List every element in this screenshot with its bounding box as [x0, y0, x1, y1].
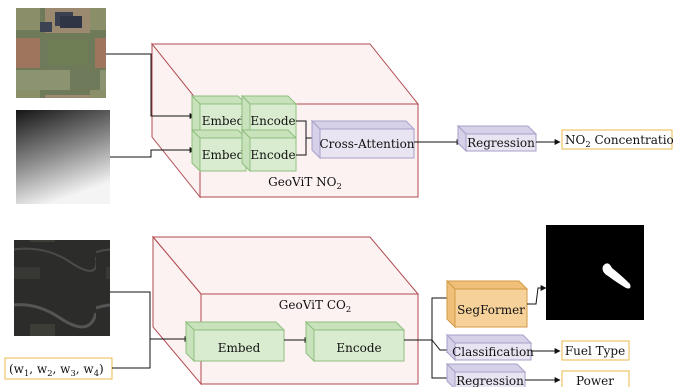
geovit-no2-label: GeoViT NO2: [268, 175, 342, 191]
weights-label: (w1, w2, w3, w4): [9, 362, 104, 378]
arrow-segformer-to-mask: [527, 285, 547, 305]
fuel-type-label: Fuel Type: [565, 344, 625, 358]
embed-block-bottom: Embed: [184, 320, 286, 363]
segformer-label: SegFormer: [457, 303, 525, 317]
gradient-image: [16, 110, 110, 204]
fuel-type-output: Fuel Type: [561, 340, 630, 361]
regression-block-top: Regression: [456, 124, 538, 153]
embed-label-1: Embed: [202, 114, 245, 128]
classification-block: Classification: [445, 333, 534, 362]
svg-text:NO2 Concentration: NO2 Concentration: [565, 133, 673, 149]
arrow-encode-to-segformer: [431, 295, 453, 340]
arrow-gradient-to-embed: [110, 147, 196, 158]
segformer-block: SegFormer: [445, 279, 529, 329]
encode-block-top-2: Encode: [240, 128, 298, 173]
geovit-co2-label: GeoViT CO2: [279, 298, 351, 314]
segmentation-mask-image: [546, 225, 644, 320]
cross-attention-block: Cross-Attention: [310, 119, 416, 160]
encode-label-1: Encode: [250, 114, 295, 128]
regression-block-bottom: Regression: [445, 362, 527, 387]
regression-label-top: Regression: [467, 136, 535, 150]
arrow-rgb-to-embed: [106, 53, 196, 119]
satellite-rgb-image: [16, 8, 106, 98]
classification-label: Classification: [452, 345, 534, 359]
no2-concentration-output: NO2 Concentration: [561, 129, 673, 150]
arrow-image-to-embed: [110, 291, 191, 342]
arrow-encode-to-regression: [431, 340, 453, 381]
embed-block-top-2: Embed: [190, 128, 248, 173]
weights-box: (w1, w2, w3, w4): [4, 357, 113, 380]
encode-label-bottom: Encode: [336, 341, 381, 355]
power-output: Power: [561, 370, 630, 387]
satellite-dark-image: [14, 240, 110, 336]
arrow-weights-to-embed: [112, 339, 151, 369]
regression-label-bottom: Regression: [456, 374, 524, 387]
embed-label-2: Embed: [202, 148, 245, 162]
power-label: Power: [576, 374, 614, 387]
embed-label-bottom: Embed: [218, 341, 261, 355]
encode-label-2: Encode: [250, 148, 295, 162]
encode-block-bottom: Encode: [304, 320, 406, 363]
cross-attention-label: Cross-Attention: [319, 137, 414, 151]
